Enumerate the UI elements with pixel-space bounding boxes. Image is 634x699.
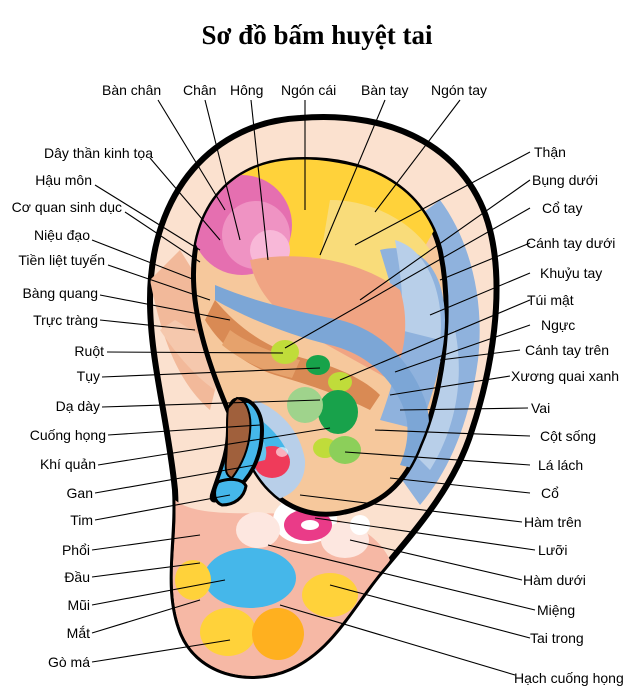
label-la-lach: Lá lách xyxy=(538,457,583,473)
label-mieng: Miệng xyxy=(537,602,575,618)
label-ngon-tay: Ngón tay xyxy=(431,82,487,98)
label-day-than-kinh-toa: Dây thần kinh tọa xyxy=(44,145,153,161)
label-ban-tay: Bàn tay xyxy=(361,82,408,98)
labels-right: Thận Bụng dưới Cổ tay Cánh tay dưới Khuỷ… xyxy=(511,144,624,686)
label-co-tay: Cổ tay xyxy=(542,200,582,216)
label-vai: Vai xyxy=(531,400,550,416)
label-chan: Chân xyxy=(183,82,216,98)
label-gan: Gan xyxy=(67,485,93,501)
label-nguc: Ngực xyxy=(541,317,575,333)
label-tuy: Tụy xyxy=(77,368,100,384)
label-hach-cuong-hong: Hạch cuống họng xyxy=(514,670,624,686)
label-tim: Tim xyxy=(70,512,93,528)
label-co: Cổ xyxy=(541,485,559,501)
label-bang-quang: Bàng quang xyxy=(22,285,98,301)
label-nieu-dao: Niệu đạo xyxy=(34,227,90,243)
leader-lines xyxy=(91,99,536,676)
label-da-day: Dạ dày xyxy=(56,398,100,414)
label-co-quan-sinh-duc: Cơ quan sinh dục xyxy=(12,199,122,215)
label-dau: Đầu xyxy=(64,569,90,585)
label-ngon-cai: Ngón cái xyxy=(281,82,336,98)
label-canh-tay-tren: Cánh tay trên xyxy=(525,342,609,358)
label-ruot: Ruột xyxy=(74,343,104,359)
label-than: Thận xyxy=(534,144,566,160)
labels-top: Bàn chân Chân Hông Ngón cái Bàn tay Ngón… xyxy=(102,82,487,98)
label-mui: Mũi xyxy=(67,597,90,613)
label-hong: Hông xyxy=(230,82,263,98)
label-ham-duoi: Hàm dưới xyxy=(523,572,586,588)
label-cot-song: Cột sống xyxy=(540,428,596,444)
label-ham-tren: Hàm trên xyxy=(524,514,582,530)
label-go-ma: Gò má xyxy=(48,654,90,670)
label-cuong-hong: Cuống họng xyxy=(30,427,106,443)
label-canh-tay-duoi: Cánh tay dưới xyxy=(526,235,615,251)
label-phoi: Phổi xyxy=(62,542,90,558)
label-khi-quan: Khí quản xyxy=(40,456,96,472)
label-khuyu-tay: Khuỷu tay xyxy=(540,265,602,281)
label-ban-chan: Bàn chân xyxy=(102,82,161,98)
label-tai-trong: Tai trong xyxy=(530,630,584,646)
label-hau-mon: Hậu môn xyxy=(35,172,92,188)
ear-canal xyxy=(209,396,265,507)
label-truc-trang: Trực tràng xyxy=(33,312,98,328)
label-tui-mat: Túi mật xyxy=(527,292,574,308)
label-bung-duoi: Bụng dưới xyxy=(532,172,598,188)
labels-left: Dây thần kinh tọa Hậu môn Cơ quan sinh d… xyxy=(12,145,154,670)
label-luoi: Lưỡi xyxy=(538,542,567,558)
diagram-title: Sơ đồ bấm huyệt tai xyxy=(201,20,433,50)
label-mat: Mắt xyxy=(67,625,90,641)
label-xuong-quai-xanh: Xương quai xanh xyxy=(511,368,619,384)
label-tien-liet-tuyen: Tiền liệt tuyến xyxy=(18,252,105,268)
